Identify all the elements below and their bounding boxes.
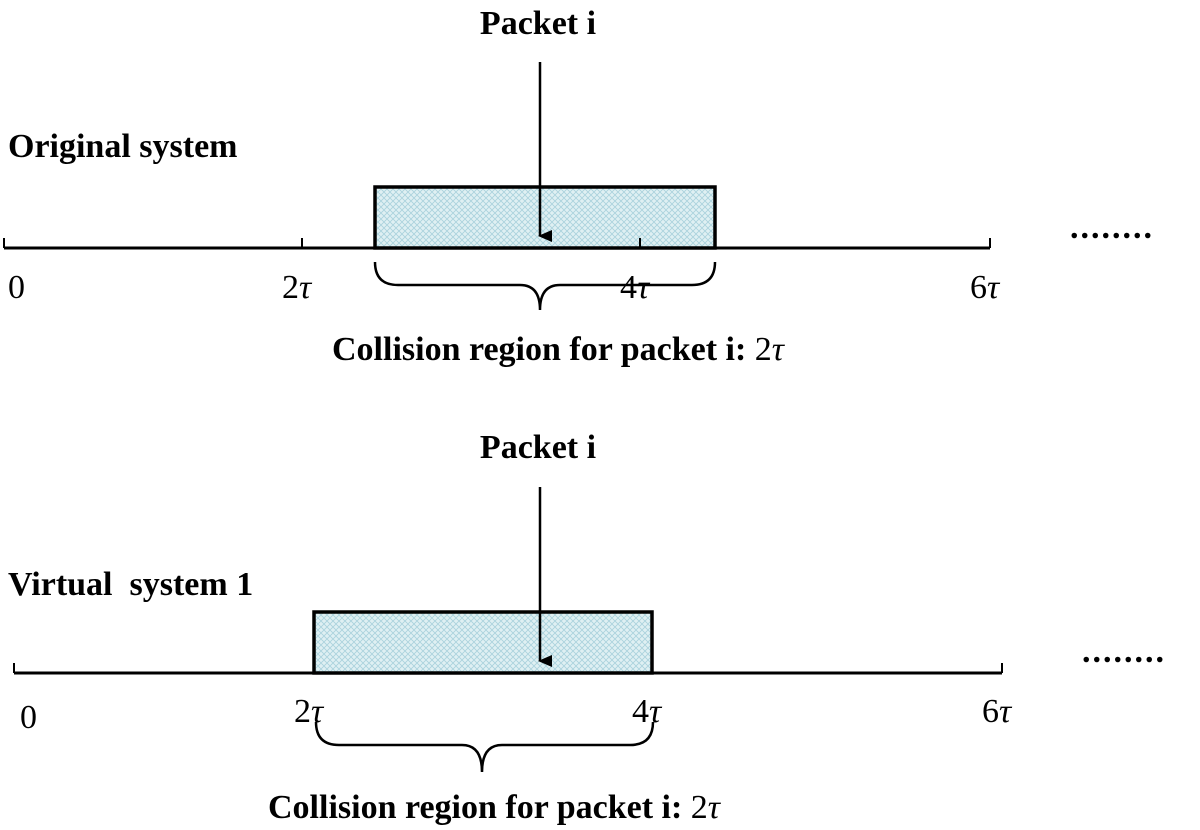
collision-region-brace <box>314 721 655 773</box>
tick-label-2tau: 2τ <box>294 693 325 730</box>
collision-region-brace <box>373 261 717 311</box>
tick-label-4tau: 4τ <box>632 693 663 730</box>
tick-label-6tau: 6τ <box>982 693 1013 730</box>
tick-label-0: 0 <box>8 269 25 306</box>
packet-transmission-box <box>312 610 654 675</box>
tick-label-2tau: 2τ <box>282 269 313 306</box>
system-label: Original system <box>8 128 237 165</box>
tick-label-6tau: 6τ <box>970 269 1001 306</box>
tick-label-4tau: 4τ <box>620 269 651 306</box>
tick-label-0: 0 <box>20 699 37 736</box>
collision-region-caption: Collision region for packet i: 2τ <box>332 331 786 368</box>
continuation-dots: ........ <box>1070 209 1154 246</box>
packet-transmission-box <box>373 185 717 250</box>
packet-label: Packet i <box>480 429 596 466</box>
panel-virtual-system-1: Packet i Virtual system 1 0 2τ 4τ 6τ ...… <box>8 429 1166 826</box>
panel-original-system: Packet i Original system 0 2τ 4τ 6τ ....… <box>3 5 1154 368</box>
continuation-dots: ........ <box>1082 633 1166 670</box>
packet-label: Packet i <box>480 5 596 42</box>
collision-region-caption: Collision region for packet i: 2τ <box>268 789 722 826</box>
system-label: Virtual system 1 <box>8 566 253 603</box>
